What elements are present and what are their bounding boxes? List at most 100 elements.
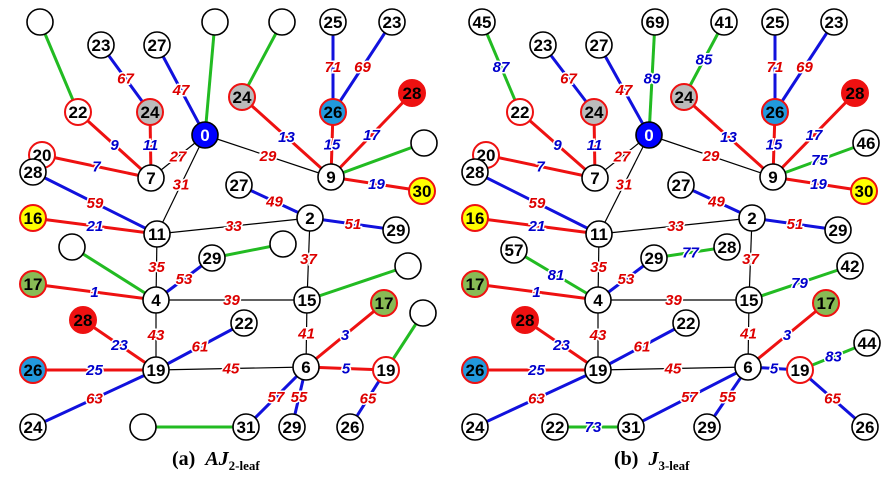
edge-weight-label: 1 xyxy=(532,284,540,301)
edge-weight-label: 45 xyxy=(222,361,240,378)
edge-n15-t7 xyxy=(306,264,409,302)
node-label: 22 xyxy=(677,314,696,333)
node-label: 15 xyxy=(298,291,317,310)
edge-n57-n4 xyxy=(513,248,599,302)
edge-weight-label: 67 xyxy=(560,71,577,88)
edge-n24-n19 xyxy=(474,368,599,429)
edge-n17a-n4 xyxy=(32,282,157,302)
node-n69: 69 xyxy=(641,8,669,36)
node-circle xyxy=(293,286,321,314)
edge-weight-label: 61 xyxy=(192,339,209,356)
node-circle xyxy=(529,31,557,59)
node-n28r2: 28 xyxy=(511,306,539,334)
node-label: 25 xyxy=(324,13,343,32)
node-n22a: 22 xyxy=(506,98,534,126)
node-label: 7 xyxy=(590,169,599,188)
node-label: 27 xyxy=(230,176,249,195)
node-circle xyxy=(617,413,645,441)
node-circle xyxy=(580,98,608,126)
node-label: 31 xyxy=(237,418,256,437)
node-n26c: 26 xyxy=(761,98,789,126)
edge-weight-label: 23 xyxy=(110,337,128,354)
node-circle xyxy=(461,158,489,186)
edge-t6-n4 xyxy=(71,245,157,302)
edge-n0-n11 xyxy=(156,134,206,235)
edge-weight-label: 11 xyxy=(587,137,603,154)
node-n46: 46 xyxy=(852,129,880,157)
node-label: 19 xyxy=(147,361,166,380)
edge-weight-label: 31 xyxy=(616,177,633,194)
node-n27a: 27 xyxy=(143,31,171,59)
caption-b-subscript: 3-leaf xyxy=(658,458,690,473)
node-label: 24 xyxy=(466,418,485,437)
node-n24: 24 xyxy=(19,413,47,441)
edge-weight-label: 39 xyxy=(223,292,240,309)
node-label: 57 xyxy=(505,241,524,260)
node-circle xyxy=(820,8,848,36)
edge-weight-label: 13 xyxy=(720,129,737,146)
edge-n23b-n26c xyxy=(331,21,394,113)
node-circle xyxy=(378,8,406,36)
node-circle xyxy=(850,177,878,205)
node-circle xyxy=(317,163,345,191)
edge-n20-n7 xyxy=(485,153,596,180)
node-circle xyxy=(198,244,226,272)
node-n11: 11 xyxy=(143,220,171,248)
node-n25: 25 xyxy=(319,8,347,36)
node-n9: 9 xyxy=(317,163,345,191)
node-n28r: 28 xyxy=(841,79,869,107)
edge-n9-n46 xyxy=(772,141,867,179)
edge-weight-label: 41 xyxy=(297,326,315,343)
edge-n11-n2 xyxy=(156,217,311,235)
node-n24g: 24 xyxy=(136,98,164,126)
node-label: 0 xyxy=(200,126,209,145)
edge-weight-label: 55 xyxy=(291,389,308,406)
edge-n28r2-n19 xyxy=(82,318,157,372)
node-label: 17 xyxy=(375,294,394,313)
edge-n0-n9 xyxy=(204,134,332,178)
edge-t3-n24g2 xyxy=(240,21,284,98)
edge-weight-label: 43 xyxy=(589,327,607,344)
node-circle xyxy=(761,98,789,126)
node-label: 30 xyxy=(413,182,432,201)
edge-n15-n42 xyxy=(748,264,851,302)
edge-n6-n17b xyxy=(305,301,385,369)
edge-weight-label: 73 xyxy=(585,419,602,436)
edge-t4-n9 xyxy=(330,141,425,179)
node-circle xyxy=(19,356,47,384)
node-label: 19 xyxy=(791,361,810,380)
edge-weight-label: 59 xyxy=(87,195,104,212)
node-circle xyxy=(461,356,489,384)
edge-weight-label: 43 xyxy=(147,327,165,344)
edge-weight-label: 47 xyxy=(615,82,633,99)
node-circle xyxy=(26,8,54,36)
node-label: 29 xyxy=(283,418,302,437)
edge-weight-label: 35 xyxy=(590,259,607,276)
node-circle xyxy=(143,220,171,248)
node-n31: 31 xyxy=(232,413,260,441)
node-n30: 30 xyxy=(850,177,878,205)
node-circle xyxy=(409,299,437,327)
node-n23b: 23 xyxy=(820,8,848,36)
edge-weight-label: 39 xyxy=(665,292,682,309)
edge-n27a-n0 xyxy=(155,44,207,136)
node-circle xyxy=(268,8,296,36)
edge-n31-n6 xyxy=(244,365,308,429)
node-n19r: 19 xyxy=(372,356,400,384)
node-circle xyxy=(640,244,668,272)
node-n29b: 29 xyxy=(640,244,668,272)
node-circle xyxy=(841,79,869,107)
node-n0: 0 xyxy=(635,121,663,149)
node-label: 27 xyxy=(148,36,167,55)
node-n29c: 29 xyxy=(693,413,721,441)
edge-weight-label: 29 xyxy=(702,148,720,165)
node-n28: 28 xyxy=(461,158,489,186)
node-circle xyxy=(735,286,763,314)
node-n42: 42 xyxy=(836,252,864,280)
node-t3 xyxy=(268,8,296,36)
edge-weight-label: 85 xyxy=(696,52,713,69)
edge-weight-label: 31 xyxy=(173,177,190,194)
edge-n24-n19 xyxy=(32,368,157,429)
node-label: 28 xyxy=(718,238,737,257)
edge-weight-label: 63 xyxy=(528,391,545,408)
